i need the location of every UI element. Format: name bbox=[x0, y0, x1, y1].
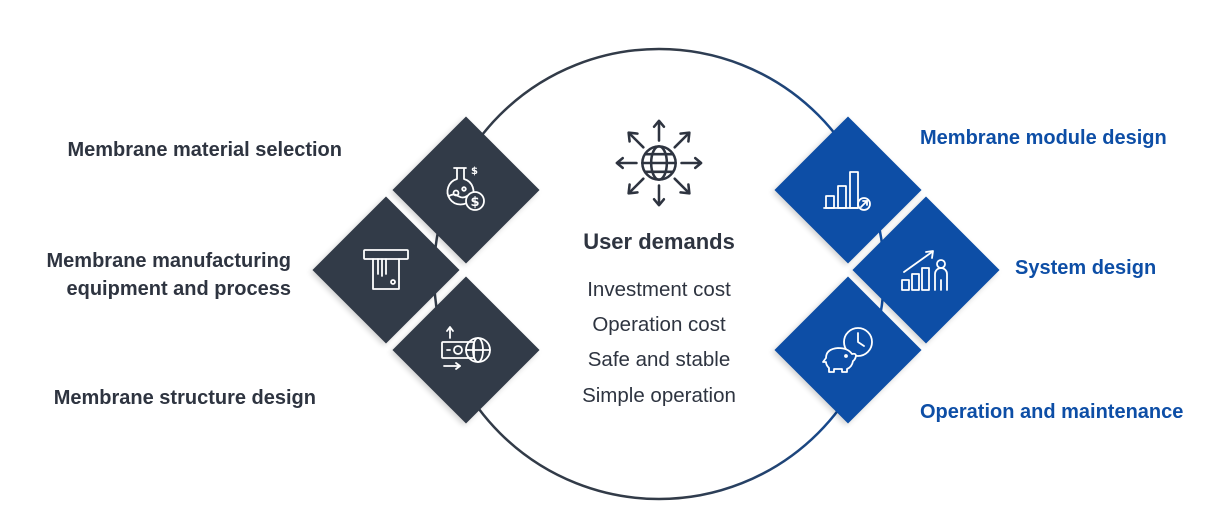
label-system-design: System design bbox=[1015, 257, 1157, 279]
label-manufacturing: Membrane manufacturing equipment and pro… bbox=[10, 247, 291, 303]
demand-operation-cost: Operation cost bbox=[592, 313, 726, 336]
globe-arrows-icon bbox=[610, 114, 708, 212]
diamond-operation bbox=[774, 276, 922, 424]
flask-dollar-icon: $ $ bbox=[436, 160, 496, 220]
card-slot-icon bbox=[356, 240, 416, 300]
center-title: User demands bbox=[583, 229, 735, 254]
label-material-selection: Membrane material selection bbox=[67, 139, 342, 161]
label-manufacturing-line1: Membrane manufacturing bbox=[46, 250, 291, 272]
diamond-material: $ $ bbox=[392, 116, 540, 264]
label-module-design: Membrane module design bbox=[920, 127, 1167, 149]
diamond-structure bbox=[392, 276, 540, 424]
bar-chart-icon bbox=[818, 160, 878, 220]
label-manufacturing-line2: equipment and process bbox=[66, 278, 292, 300]
svg-text:$: $ bbox=[471, 166, 478, 177]
demand-simple-operation: Simple operation bbox=[582, 384, 736, 407]
label-operation-maintenance: Operation and maintenance bbox=[920, 401, 1184, 423]
diamond-manufacturing bbox=[312, 196, 460, 344]
growth-person-icon bbox=[896, 240, 956, 300]
svg-text:$: $ bbox=[470, 195, 479, 210]
diamond-module bbox=[774, 116, 922, 264]
demand-investment: Investment cost bbox=[587, 278, 731, 301]
money-globe-icon bbox=[436, 320, 496, 380]
piggy-clock-icon bbox=[818, 320, 878, 380]
diamond-system bbox=[852, 196, 1000, 344]
label-structure-design: Membrane structure design bbox=[53, 387, 316, 409]
demand-safe-stable: Safe and stable bbox=[587, 348, 731, 371]
